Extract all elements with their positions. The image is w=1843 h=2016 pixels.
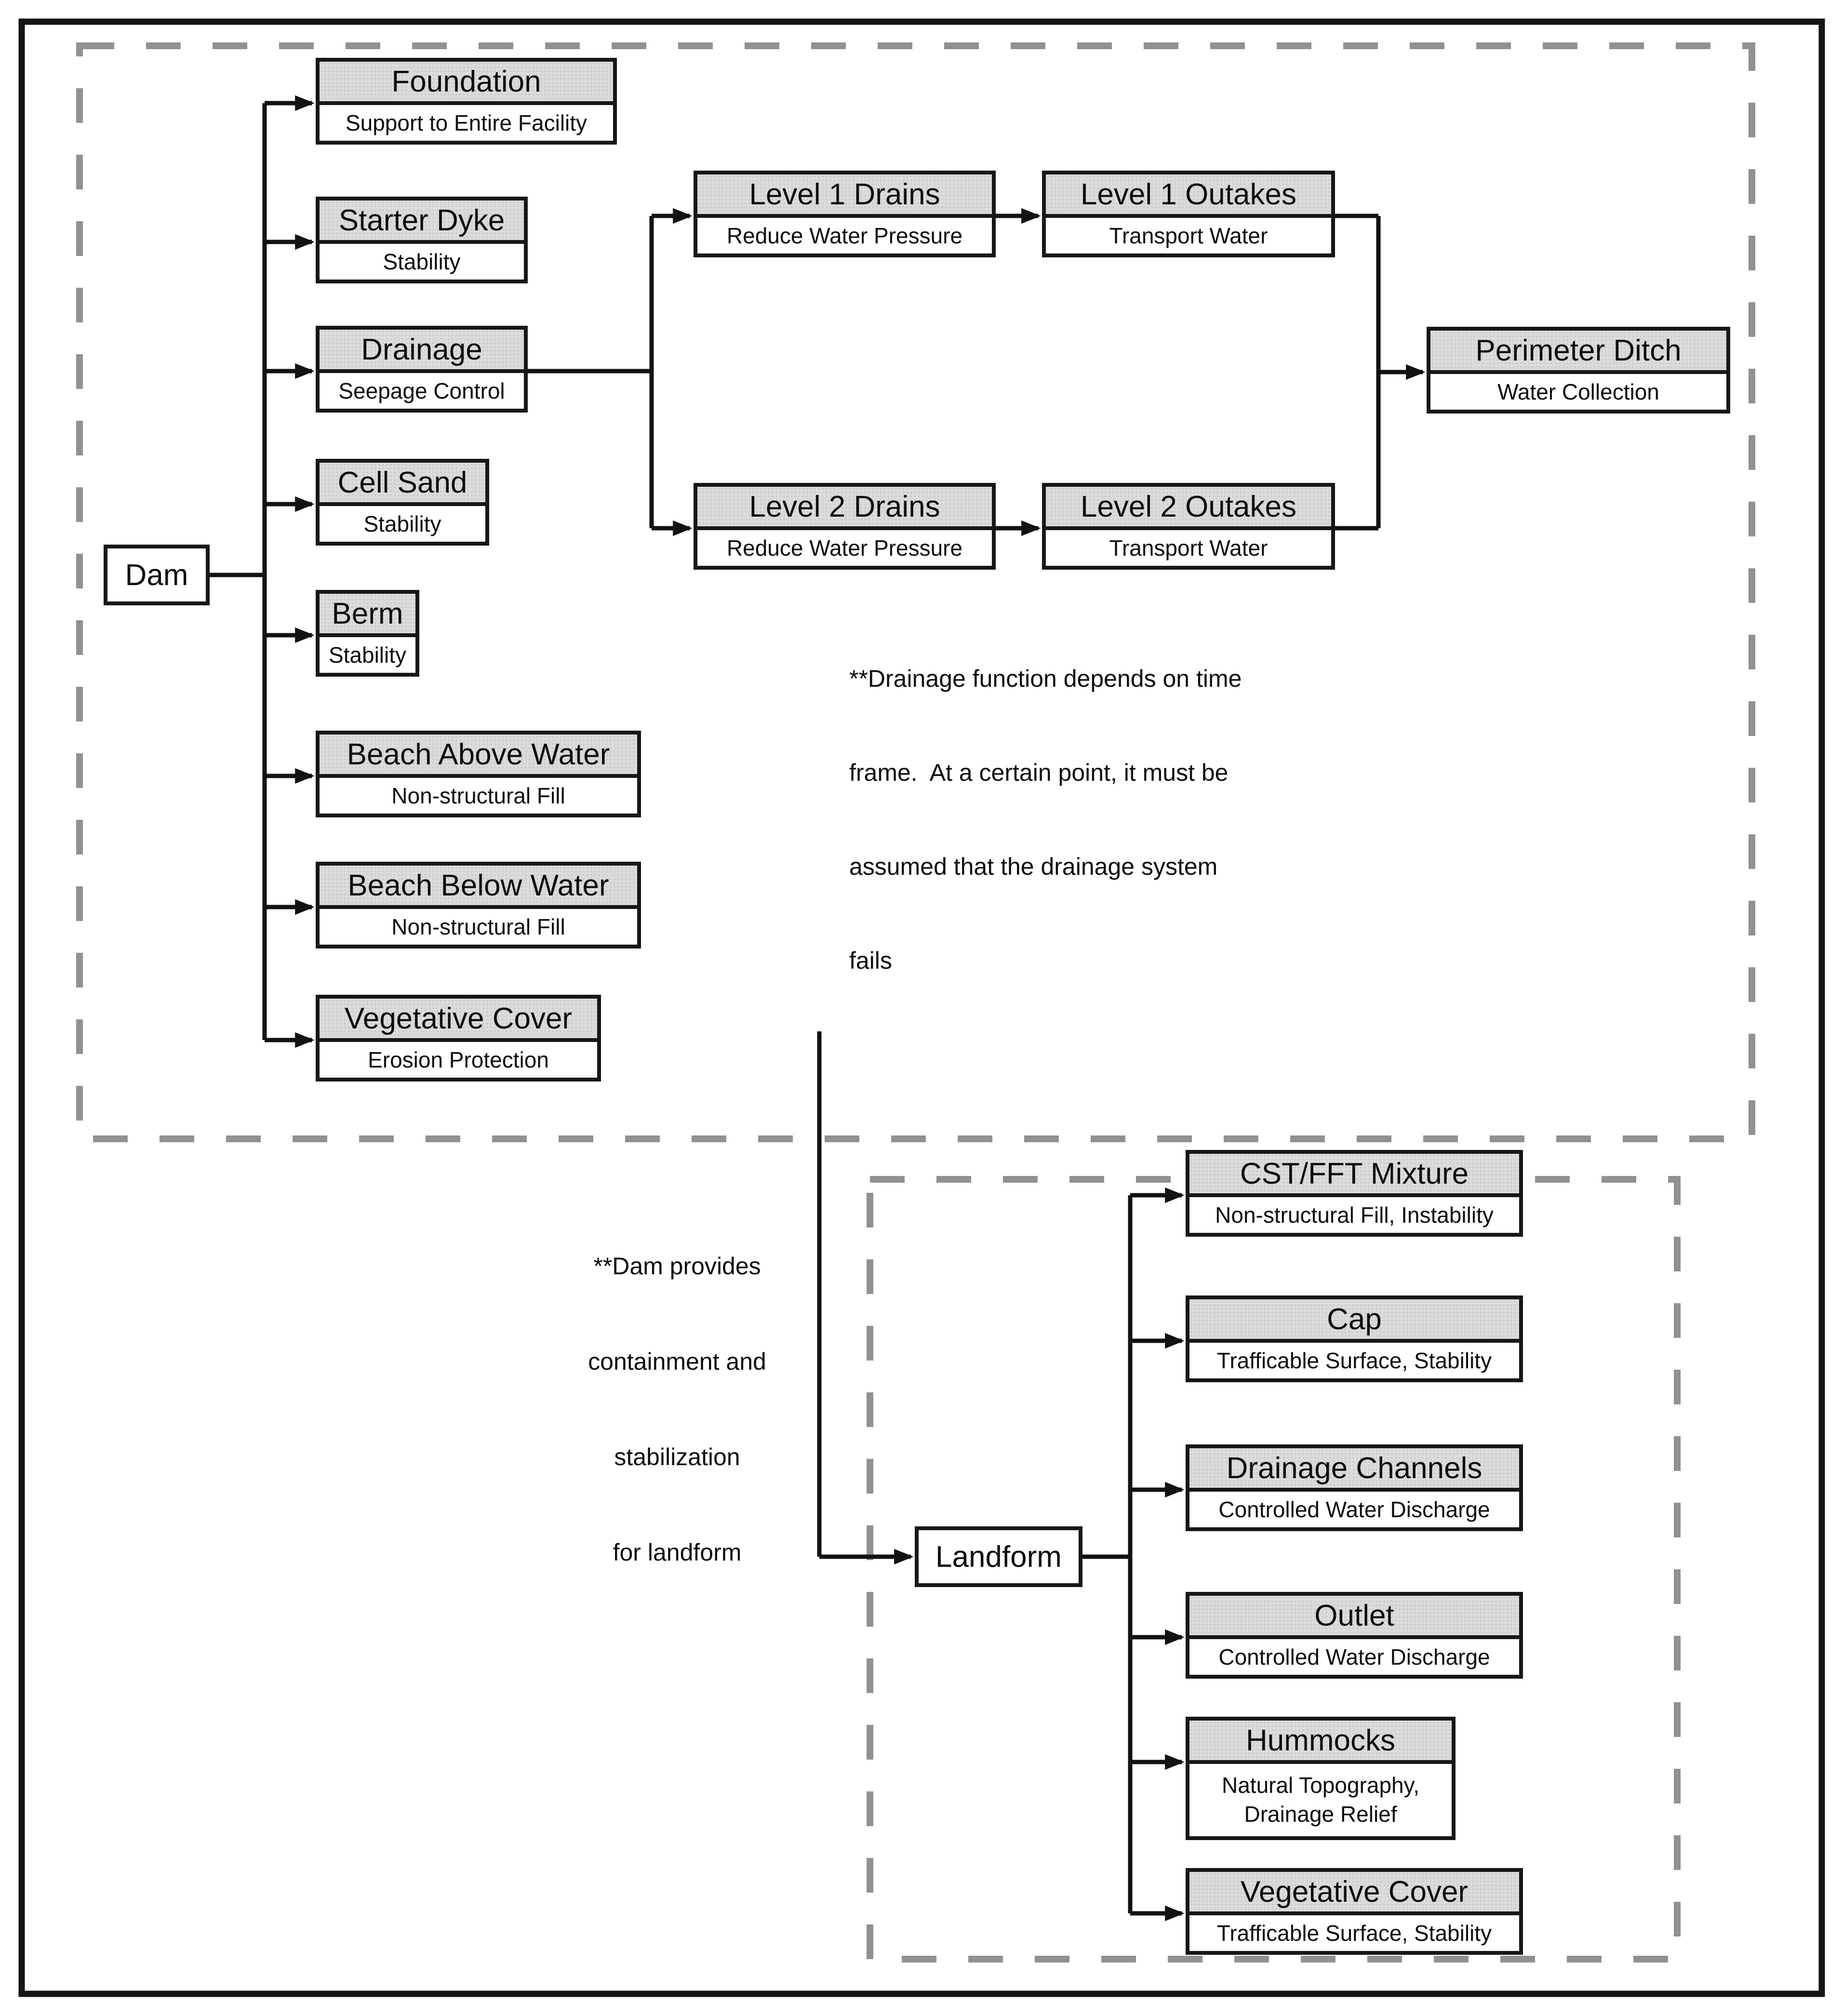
dam-note-line: stabilization xyxy=(614,1443,740,1470)
node-subtitle: Non-structural Fill, Instability xyxy=(1215,1202,1494,1228)
node-subtitle: Transport Water xyxy=(1109,223,1268,248)
node-subtitle: Controlled Water Discharge xyxy=(1218,1644,1490,1669)
dam-note: **Dam provides containment and stabiliza… xyxy=(545,1187,810,1632)
node-title: Starter Dyke xyxy=(320,200,524,244)
node-starter-dyke: Starter Dyke Stability xyxy=(316,197,528,283)
dam-note-line: for landform xyxy=(613,1539,742,1566)
node-vegetative-cover-dam: Vegetative Cover Erosion Protection xyxy=(316,995,601,1081)
node-level-2-outakes: Level 2 Outakes Transport Water xyxy=(1042,483,1335,570)
node-title: Outlet xyxy=(1189,1596,1519,1639)
node-subtitle: Non-structural Fill xyxy=(391,783,565,808)
node-subtitle: Non-structural Fill xyxy=(391,914,565,939)
node-cst-fft-mixture: CST/FFT Mixture Non-structural Fill, Ins… xyxy=(1186,1150,1523,1237)
node-subtitle: Transport Water xyxy=(1109,535,1268,561)
node-title: Berm xyxy=(320,594,415,637)
node-cap: Cap Trafficable Surface, Stability xyxy=(1186,1295,1523,1382)
drainage-note-line: **Drainage function depends on time xyxy=(849,665,1242,692)
node-dam: Dam xyxy=(104,545,210,605)
node-subtitle: Stability xyxy=(383,249,461,274)
node-subtitle: Reduce Water Pressure xyxy=(726,223,963,248)
node-subtitle: Trafficable Surface, Stability xyxy=(1216,1921,1492,1946)
node-level-1-outakes: Level 1 Outakes Transport Water xyxy=(1042,171,1335,257)
node-title: Hummocks xyxy=(1189,1721,1452,1764)
node-beach-above-water: Beach Above Water Non-structural Fill xyxy=(316,731,641,817)
node-title: Level 1 Outakes xyxy=(1046,174,1331,218)
dam-note-line: containment and xyxy=(588,1348,766,1375)
node-title: Beach Above Water xyxy=(320,734,637,778)
node-subtitle: Water Collection xyxy=(1497,379,1659,404)
node-perimeter-ditch: Perimeter Ditch Water Collection xyxy=(1427,327,1730,414)
dam-group-dashed-border xyxy=(76,42,1755,1142)
outer-frame xyxy=(18,18,1825,1997)
node-drainage-channels: Drainage Channels Controlled Water Disch… xyxy=(1186,1444,1523,1531)
node-subtitle: Reduce Water Pressure xyxy=(726,535,963,561)
node-title: Foundation xyxy=(320,62,613,105)
node-title: Level 2 Outakes xyxy=(1046,487,1331,530)
node-subtitle: Stability xyxy=(328,642,407,668)
node-outlet: Outlet Controlled Water Discharge xyxy=(1186,1592,1523,1679)
drainage-note: **Drainage function depends on time fram… xyxy=(849,601,1242,1039)
node-subtitle: Natural Topography, Drainage Relief xyxy=(1221,1773,1419,1827)
node-cell-sand: Cell Sand Stability xyxy=(316,459,489,546)
node-subtitle: Support to Entire Facility xyxy=(345,110,588,135)
drainage-note-line: frame. At a certain point, it must be xyxy=(849,759,1229,786)
node-title: Perimeter Ditch xyxy=(1430,331,1726,374)
node-landform-label: Landform xyxy=(935,1540,1062,1574)
node-vegetative-cover-landform: Vegetative Cover Trafficable Surface, St… xyxy=(1186,1868,1523,1955)
dam-note-line: **Dam provides xyxy=(593,1253,761,1280)
node-foundation: Foundation Support to Entire Facility xyxy=(316,58,617,145)
node-title: Vegetative Cover xyxy=(320,999,597,1042)
drainage-note-line: assumed that the drainage system xyxy=(849,853,1218,880)
node-title: Cap xyxy=(1189,1299,1519,1343)
node-subtitle: Seepage Control xyxy=(338,378,505,403)
node-title: Beach Below Water xyxy=(320,866,637,909)
node-title: Level 2 Drains xyxy=(697,487,992,530)
node-subtitle: Controlled Water Discharge xyxy=(1218,1497,1490,1522)
node-subtitle: Erosion Protection xyxy=(368,1047,549,1072)
node-title: Cell Sand xyxy=(320,463,485,506)
node-hummocks: Hummocks Natural Topography, Drainage Re… xyxy=(1186,1717,1456,1840)
node-title: Drainage xyxy=(320,330,524,373)
node-beach-below-water: Beach Below Water Non-structural Fill xyxy=(316,862,641,948)
node-title: Level 1 Drains xyxy=(697,174,992,218)
node-drainage: Drainage Seepage Control xyxy=(316,326,528,413)
node-level-1-drains: Level 1 Drains Reduce Water Pressure xyxy=(694,171,996,257)
node-title: CST/FFT Mixture xyxy=(1189,1154,1519,1197)
node-subtitle: Stability xyxy=(363,511,441,536)
node-title: Drainage Channels xyxy=(1189,1448,1519,1492)
node-subtitle: Trafficable Surface, Stability xyxy=(1216,1348,1492,1373)
node-berm: Berm Stability xyxy=(316,590,419,677)
drainage-note-line: fails xyxy=(849,947,892,974)
node-level-2-drains: Level 2 Drains Reduce Water Pressure xyxy=(694,483,996,570)
node-landform: Landform xyxy=(915,1526,1082,1587)
node-title: Vegetative Cover xyxy=(1189,1872,1519,1915)
node-dam-label: Dam xyxy=(125,558,188,592)
